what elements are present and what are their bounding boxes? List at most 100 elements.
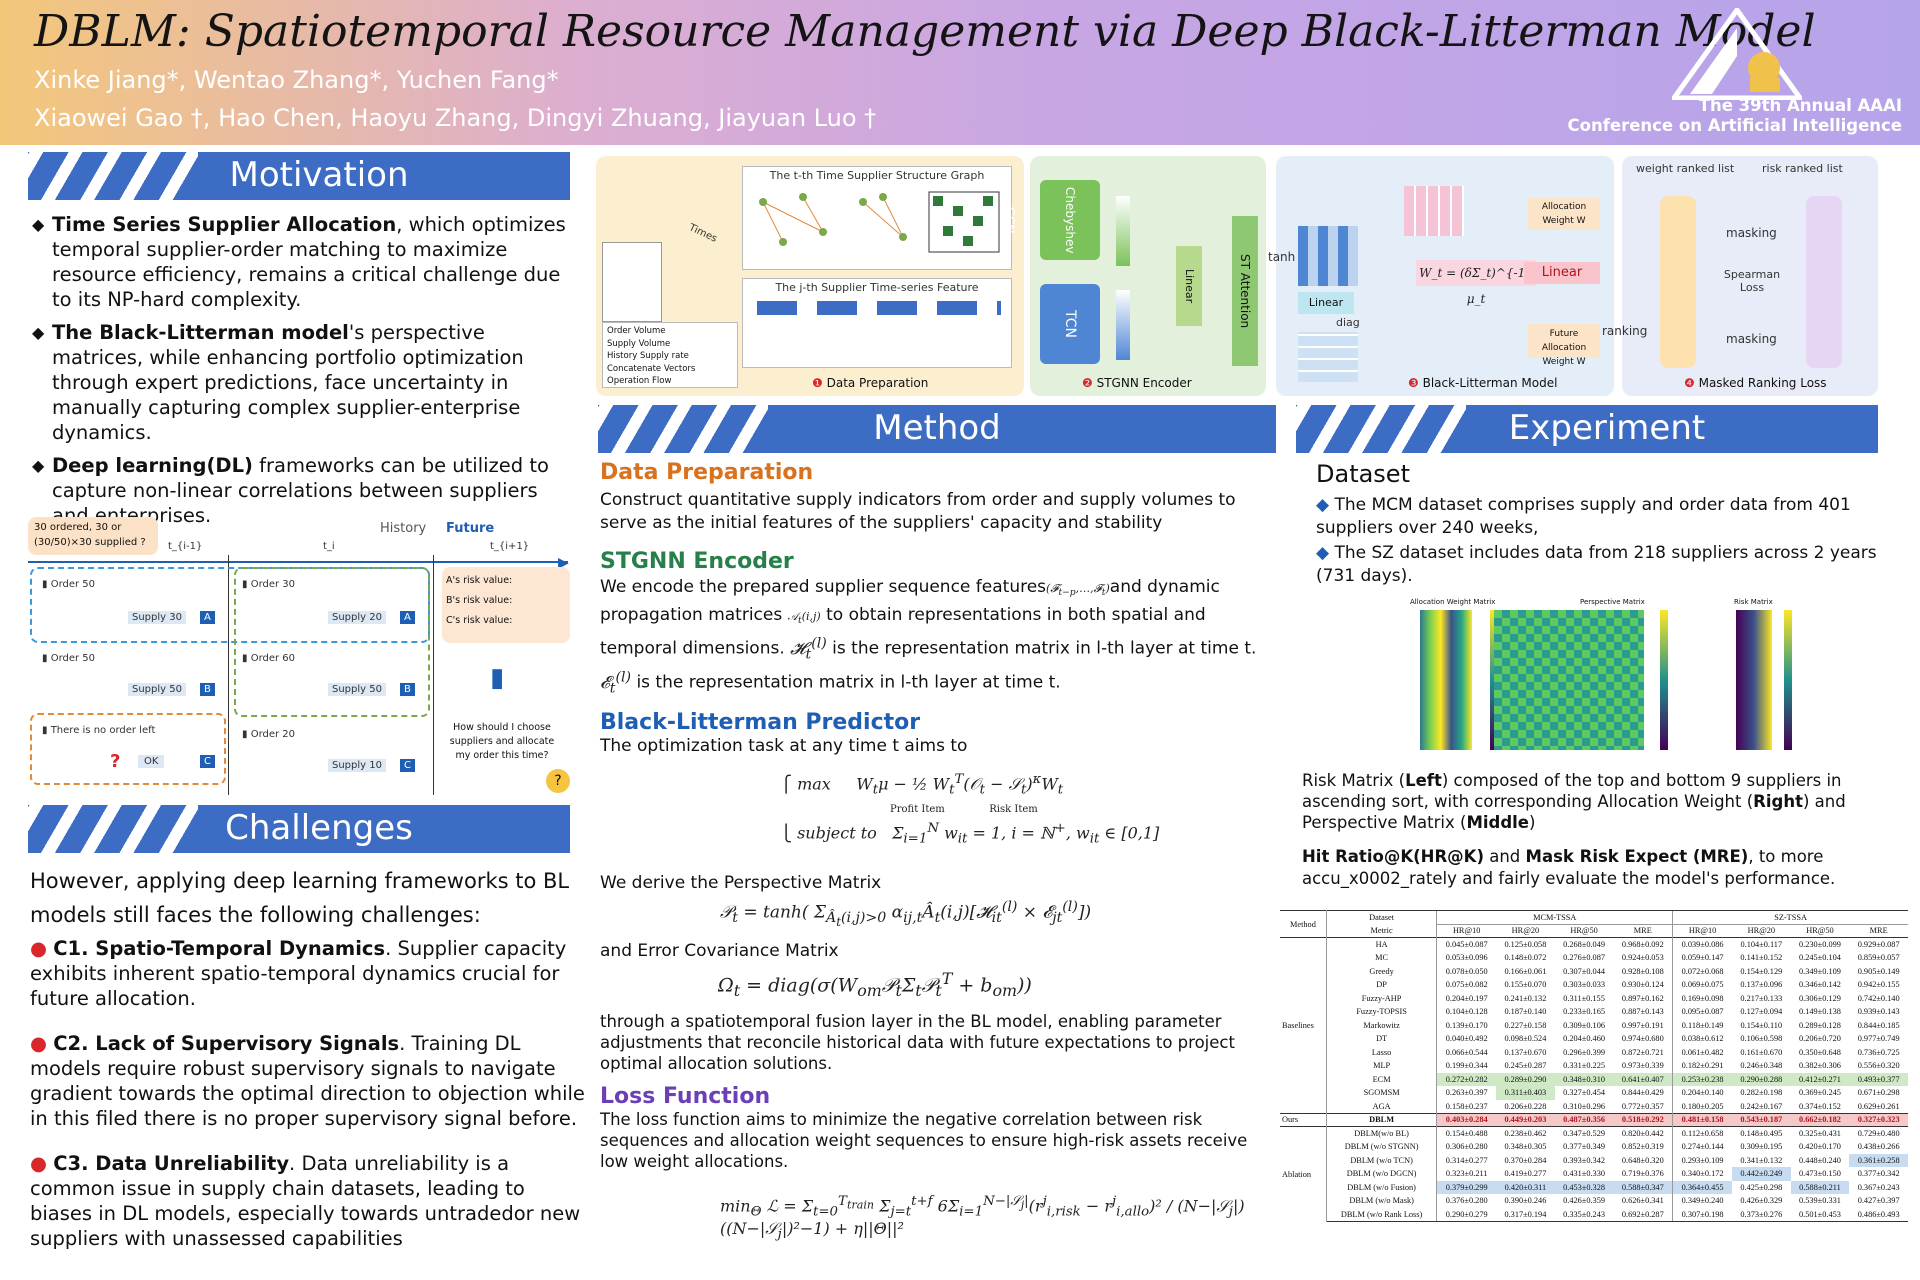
motivation-illustration: 30 ordered, 30 or (30/50)×30 supplied ? … — [28, 515, 573, 795]
poster-header: DBLM: Spatiotemporal Resource Management… — [0, 0, 1920, 145]
feature-timeline — [757, 301, 1001, 315]
group-label: Baselines — [1280, 937, 1327, 1113]
value-cell: 0.158±0.237 — [1436, 1099, 1497, 1113]
value-cell: 0.393±0.342 — [1563, 1155, 1605, 1165]
h-symbol: 𝓗t(l) — [790, 635, 827, 663]
value-cell: 0.852±0.319 — [1621, 1142, 1664, 1152]
weight-list-column — [1660, 196, 1696, 368]
step-text: STGNN Encoder — [1096, 376, 1192, 390]
method-cell: SGOMSM — [1363, 1088, 1400, 1098]
motivation-bullet: ◆The Black-Litterman model's perspective… — [32, 321, 524, 444]
future-label: Future — [446, 521, 495, 536]
value-cell: 0.335±0.243 — [1554, 1207, 1614, 1222]
bullet-bold: Time Series Supplier Allocation — [52, 213, 397, 236]
value-cell: 0.364±0.455 — [1672, 1180, 1732, 1194]
error-vector — [1116, 290, 1130, 360]
value-cell: 0.045±0.087 — [1436, 937, 1497, 951]
step-4-label: ❹ Masked Ranking Loss — [1684, 376, 1827, 390]
value-cell: 0.161±0.670 — [1740, 1047, 1783, 1057]
value-cell: 0.238±0.462 — [1504, 1129, 1547, 1138]
authors-line-1: Xinke Jiang*, Wentao Zhang*, Yuchen Fang… — [34, 66, 559, 94]
value-cell: 0.296±0.399 — [1563, 1047, 1605, 1057]
value-cell: 0.075±0.082 — [1436, 978, 1497, 992]
legend-item: Order Volume — [607, 326, 666, 336]
challenge-text: . Data unreliability is a common issue i… — [30, 1152, 581, 1250]
results-table: Method Dataset MCM-TSSA SZ-TSSA Metric H… — [1280, 910, 1908, 1222]
profit-item-label: Profit Item — [890, 803, 945, 815]
linear-block: Linear — [1176, 246, 1202, 326]
dataset-text: The MCM dataset comprises supply and ord… — [1316, 495, 1851, 538]
authors-line-2: Xiaowei Gao †, Hao Chen, Haoyu Zhang, Di… — [34, 104, 877, 132]
method-cell: Markowitz — [1363, 1020, 1400, 1030]
order-text: Order 60 — [250, 653, 296, 664]
bullet-text: frameworks can be utilized to capture no… — [52, 454, 549, 527]
method-body: Data Preparation Construct quantitative … — [600, 460, 1280, 1242]
value-cell: 0.772±0.357 — [1621, 1101, 1664, 1111]
value-cell: 0.449±0.203 — [1496, 1113, 1555, 1127]
order-note: 30 ordered, 30 or (30/50)×30 supplied ? — [28, 517, 158, 555]
value-cell: 0.977±0.749 — [1857, 1034, 1900, 1044]
metric-col-header: Metric — [1370, 926, 1393, 935]
challenges-banner: Challenges — [28, 805, 570, 853]
challenge-text: . Training DL models require robust supe… — [30, 1032, 585, 1130]
value-cell: 0.350±0.648 — [1799, 1047, 1841, 1057]
fusion-text: through a spatiotemporal fusion layer in… — [600, 1011, 1235, 1073]
value-cell: 0.859±0.057 — [1857, 953, 1900, 963]
method-cell: DBLM — [1369, 1115, 1395, 1125]
metric-header: MRE — [1633, 926, 1652, 936]
building-icon: ▮ — [42, 725, 48, 736]
thinking-face-icon: ? — [546, 769, 570, 793]
challenge-title: C1. Spatio-Temporal Dynamics — [53, 937, 386, 960]
supply-a1: Supply 30 — [128, 611, 186, 624]
value-cell: 0.241±0.132 — [1504, 993, 1547, 1003]
order-text: Order 30 — [250, 579, 296, 590]
value-cell: 0.242±0.167 — [1740, 1101, 1783, 1111]
value-cell: 0.382±0.306 — [1799, 1061, 1841, 1071]
stgnn-text-1: We encode the prepared supplier sequence… — [600, 577, 1047, 597]
stgnn-text-5: is the representation matrix in l-th lay… — [636, 673, 1061, 694]
feature-title: The j-th Supplier Time-series Feature — [775, 281, 979, 294]
method-cell: DBLM(w/o BL) — [1354, 1129, 1409, 1138]
heatmaps: Allocation Weight Matrix Perspective Mat… — [1410, 598, 1800, 768]
loss-equation: minΘ ℒ = Σt=0Ttrain Σj=tt+f 6Σi=1N−|𝒮j|(… — [720, 1193, 1245, 1243]
value-cell: 0.154±0.488 — [1436, 1126, 1497, 1140]
legend-item: Operation Flow — [607, 376, 672, 386]
value-cell: 0.539±0.331 — [1799, 1196, 1841, 1206]
aaai-logo — [1672, 8, 1802, 100]
value-cell: 0.426±0.329 — [1740, 1196, 1783, 1206]
value-cell: 0.290±0.288 — [1731, 1072, 1791, 1086]
value-cell: 0.556±0.320 — [1857, 1061, 1900, 1071]
building-icon: ▮ — [42, 579, 48, 590]
challenge-title: C3. Data Unreliability — [53, 1152, 290, 1175]
bullet-icon: ● — [30, 1032, 48, 1055]
method-cell: DBLM (w/o Mask) — [1349, 1196, 1414, 1206]
value-cell: 0.742±0.140 — [1857, 993, 1900, 1003]
masking-label-1: masking — [1726, 226, 1777, 240]
feature-symbol: (𝓕t−p,…,𝓕t) — [1046, 582, 1110, 599]
challenge-text: . Supplier capacity exhibits inherent sp… — [30, 937, 567, 1010]
dataset-item: ◆ The SZ dataset includes data from 218 … — [1316, 542, 1886, 588]
value-cell: 0.282±0.198 — [1740, 1088, 1783, 1098]
challenges-intro: However, applying deep learning framewor… — [30, 869, 570, 927]
step-number-icon: ❹ — [1684, 376, 1695, 390]
value-cell: 0.431±0.330 — [1563, 1169, 1605, 1179]
perspective-text: We derive the Perspective Matrix — [600, 872, 882, 893]
method-cell: DBLM (w/o STGNN) — [1344, 1142, 1419, 1152]
method-col-header: Method — [1280, 910, 1327, 938]
method-cell: ECM — [1372, 1074, 1391, 1084]
value-cell: 0.137±0.096 — [1740, 980, 1783, 990]
value-cell: 0.736±0.725 — [1857, 1047, 1900, 1057]
value-cell: 0.361±0.258 — [1849, 1153, 1908, 1167]
conference-line-2: Conference on Artificial Intelligence — [1567, 116, 1902, 135]
value-cell: 0.729±0.480 — [1857, 1129, 1900, 1138]
caption-bold: Middle — [1466, 813, 1529, 832]
risk-value-a: A's risk value: — [446, 575, 513, 586]
linear-block-3: Linear — [1524, 262, 1600, 284]
value-cell: 0.106±0.598 — [1740, 1034, 1783, 1044]
